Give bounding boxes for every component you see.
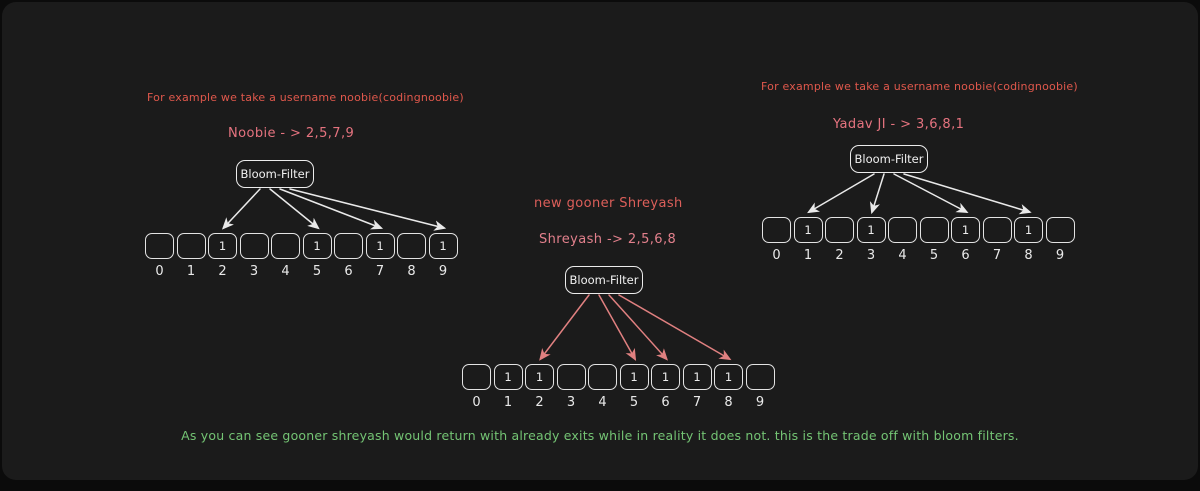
left-example-caption: For example we take a username noobie(co…: [147, 91, 464, 104]
bit-cell: [762, 217, 791, 243]
index-label: 6: [661, 395, 670, 410]
dark-card-background: [2, 2, 1198, 480]
middle-bloom-filter-box: Bloom-Filter: [565, 266, 643, 294]
bit-cell: [919, 217, 949, 243]
right-example-caption: For example we take a username noobie(co…: [761, 80, 1078, 93]
index-label: 7: [692, 395, 702, 410]
bit-cell: 1: [682, 364, 712, 390]
right-bloom-filter-label: Bloom-Filter: [854, 152, 924, 166]
index-label: 1: [503, 395, 513, 410]
bit-cell: 1: [951, 217, 980, 243]
bit-cell: 1: [208, 233, 237, 259]
middle-bloom-filter-label: Bloom-Filter: [569, 273, 639, 287]
index-label: 1: [186, 264, 196, 279]
bit-cell: [145, 233, 174, 259]
index-label: 9: [755, 395, 765, 410]
hash-arrow: [869, 173, 885, 215]
bit-cell: [271, 233, 300, 259]
index-label: 8: [407, 264, 416, 279]
bit-cell: 1: [856, 217, 886, 243]
index-label: 4: [898, 248, 907, 263]
index-label: 8: [1024, 248, 1033, 263]
index-label: 6: [344, 264, 353, 279]
index-label: 5: [312, 264, 322, 279]
right-hash-mapping: Yadav JI - > 3,6,8,1: [833, 117, 965, 132]
bit-cell: 1: [493, 364, 523, 390]
index-label: 2: [218, 264, 227, 279]
index-label: 7: [992, 248, 1002, 263]
index-label: 3: [866, 248, 876, 263]
hash-arrow: [618, 294, 732, 361]
index-label: 2: [535, 395, 544, 410]
hash-arrow: [269, 188, 320, 230]
hash-arrow: [598, 294, 637, 361]
hash-arrow: [893, 173, 969, 214]
bit-cell: 1: [714, 364, 743, 390]
left-bit-array: 1 1 1 1: [145, 233, 458, 259]
index-label: 7: [375, 264, 385, 279]
bit-cell: 1: [365, 233, 395, 259]
bit-cell: [334, 233, 363, 259]
bit-cell: 1: [1014, 217, 1043, 243]
bit-cell: [588, 364, 617, 390]
index-label: 0: [772, 248, 781, 263]
index-label: 0: [155, 264, 164, 279]
hash-arrow: [608, 294, 669, 361]
hash-arrow: [903, 173, 1032, 215]
bit-cell: [982, 217, 1012, 243]
bit-cell: 1: [302, 233, 332, 259]
middle-title: new gooner Shreyash: [534, 196, 683, 211]
index-label: 1: [803, 248, 813, 263]
bit-cell: [556, 364, 586, 390]
bit-cell: 1: [651, 364, 680, 390]
left-hash-mapping: Noobie - > 2,5,7,9: [228, 126, 355, 141]
bit-cell: 1: [428, 233, 458, 259]
hash-arrow: [539, 294, 590, 361]
conclusion-text: As you can see gooner shreyash would ret…: [181, 428, 1019, 443]
index-label: 3: [249, 264, 259, 279]
index-label: 5: [929, 248, 939, 263]
index-label: 4: [281, 264, 290, 279]
bit-cell: [239, 233, 269, 259]
index-label: 3: [566, 395, 576, 410]
left-bloom-filter-label: Bloom-Filter: [240, 167, 310, 181]
index-label: 9: [1055, 248, 1065, 263]
index-label: 0: [472, 395, 481, 410]
bit-cell: [1045, 217, 1075, 243]
hash-arrow: [807, 173, 875, 214]
bit-cell: [176, 233, 206, 259]
middle-index-row: 0 1 2 3 4 5 6 7 8 9: [462, 395, 775, 410]
index-label: 8: [724, 395, 733, 410]
bit-cell: 1: [793, 217, 823, 243]
right-bloom-filter-box: Bloom-Filter: [850, 145, 928, 173]
bit-cell: [825, 217, 854, 243]
index-label: 9: [438, 264, 448, 279]
hash-arrow: [221, 188, 261, 230]
bit-cell: 1: [525, 364, 554, 390]
right-index-row: 0 1 2 3 4 5 6 7 8 9: [762, 248, 1075, 263]
middle-hash-mapping: Shreyash -> 2,5,6,8: [539, 232, 677, 247]
hash-arrow: [279, 188, 384, 230]
right-bit-array: 1 1 1 1: [762, 217, 1075, 243]
bit-cell: 1: [619, 364, 649, 390]
index-label: 2: [835, 248, 844, 263]
bit-cell: [462, 364, 491, 390]
bit-cell: [888, 217, 917, 243]
left-index-row: 0 1 2 3 4 5 6 7 8 9: [145, 264, 458, 279]
hash-arrow: [289, 188, 447, 231]
bit-cell: [397, 233, 426, 259]
bit-cell: [745, 364, 775, 390]
index-label: 5: [629, 395, 639, 410]
index-label: 4: [598, 395, 607, 410]
left-bloom-filter-box: Bloom-Filter: [236, 160, 314, 188]
index-label: 6: [961, 248, 970, 263]
